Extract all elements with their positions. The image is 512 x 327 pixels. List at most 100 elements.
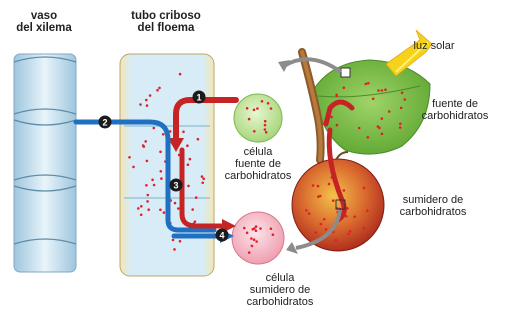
sugar-dot [250,237,253,240]
sugar-dot [142,144,145,147]
fruit [292,152,384,251]
sugar-dot [179,240,182,243]
sugar-dot [146,160,149,163]
sunlight-label: luz solar [402,40,466,52]
sugar-dot [335,239,338,242]
sugar-dot [336,95,339,98]
sugar-dot [400,107,403,110]
sugar-dot [330,116,333,119]
sugar-dot [163,211,166,214]
sugar-dot [381,117,384,120]
sugar-dot [191,208,194,211]
xylem-vessel [14,54,76,272]
sugar-dot [243,227,246,230]
sugar-dot [381,133,384,136]
sugar-dot [388,110,391,113]
sugar-dot [367,136,370,139]
sugar-dot [270,107,273,110]
sugar-dot [251,245,254,248]
sugar-dot [384,88,387,91]
sugar-dot [201,175,204,178]
sugar-dot [265,131,268,134]
sugar-dot [246,107,249,110]
sugar-dot [336,124,339,127]
sugar-dot [187,163,190,166]
sugar-dot [253,227,256,230]
sugar-dot [308,212,311,215]
sugar-dot [177,207,180,210]
stem [302,52,321,160]
sugar-dot [270,227,273,230]
sugar-dot [255,240,258,243]
sugar-dot [194,220,197,223]
sugar-dot [255,229,258,232]
sugar-dot [128,156,131,159]
sink-cell-label: célula sumidero de carbohidratos [232,272,328,308]
sugar-dot [179,73,182,76]
sugar-dot [144,140,147,143]
sugar-dot [146,104,149,107]
sugar-dot [248,118,251,121]
sugar-dot [201,182,204,185]
sugar-dot [404,98,407,101]
sugar-dot [158,87,161,90]
sugar-dot [343,87,346,90]
phloem-label: tubo criboso del floema [118,10,214,34]
svg-text:2: 2 [102,118,107,128]
xylem-label: vaso del xilema [4,10,84,34]
step-marker-3: 3 [170,179,183,192]
sugar-dot [347,233,350,236]
sugar-dot [325,228,328,231]
sugar-dot [140,214,143,217]
step-marker-4: 4 [216,229,229,242]
sugar-dot [162,133,165,136]
sugar-dot [305,209,308,212]
sugar-dot [202,178,205,181]
step-marker-1: 1 [193,91,206,104]
sugar-dot [147,208,150,211]
sugar-dot [153,127,156,130]
sugar-dot [172,239,175,242]
source-cell [234,94,282,142]
sugar-dot [195,196,198,199]
sugar-dot [146,200,149,203]
sugar-dot [253,238,256,241]
sugar-dot [151,179,154,182]
sugar-dot [147,194,150,197]
sugar-dot [401,92,404,95]
sugar-dot [323,218,326,221]
sugar-dot [363,187,366,190]
sugar-dot [253,109,256,112]
sugar-dot [248,251,251,254]
svg-text:1: 1 [196,93,201,103]
sugar-dot [365,83,368,86]
sugar-dot [256,107,259,110]
sugar-dot [160,177,163,180]
sugar-dot [173,248,176,251]
sugar-dot [159,151,162,154]
step-marker-2: 2 [99,116,112,129]
sugar-dot [264,128,267,131]
sugar-dot [317,185,320,188]
svg-text:3: 3 [173,181,178,191]
sugar-dot [149,94,152,97]
sugar-dot [272,233,275,236]
sugar-dot [137,207,140,210]
sugar-dot [255,225,258,228]
sugar-dot [186,144,189,147]
sugar-dot [145,99,148,102]
sugar-dot [253,130,256,133]
sugar-dot [377,89,380,92]
sink-cell [232,212,284,264]
sugar-dot [159,209,162,212]
sugar-dot [328,183,331,186]
sugar-dot [145,184,148,187]
sugar-dot [264,120,267,123]
sugar-dot [264,124,267,127]
sugar-dot [343,189,346,192]
sugar-dot [312,184,315,187]
sugar-dot [139,103,142,106]
sugar-dot [372,98,375,101]
sugar-dot [367,82,370,85]
